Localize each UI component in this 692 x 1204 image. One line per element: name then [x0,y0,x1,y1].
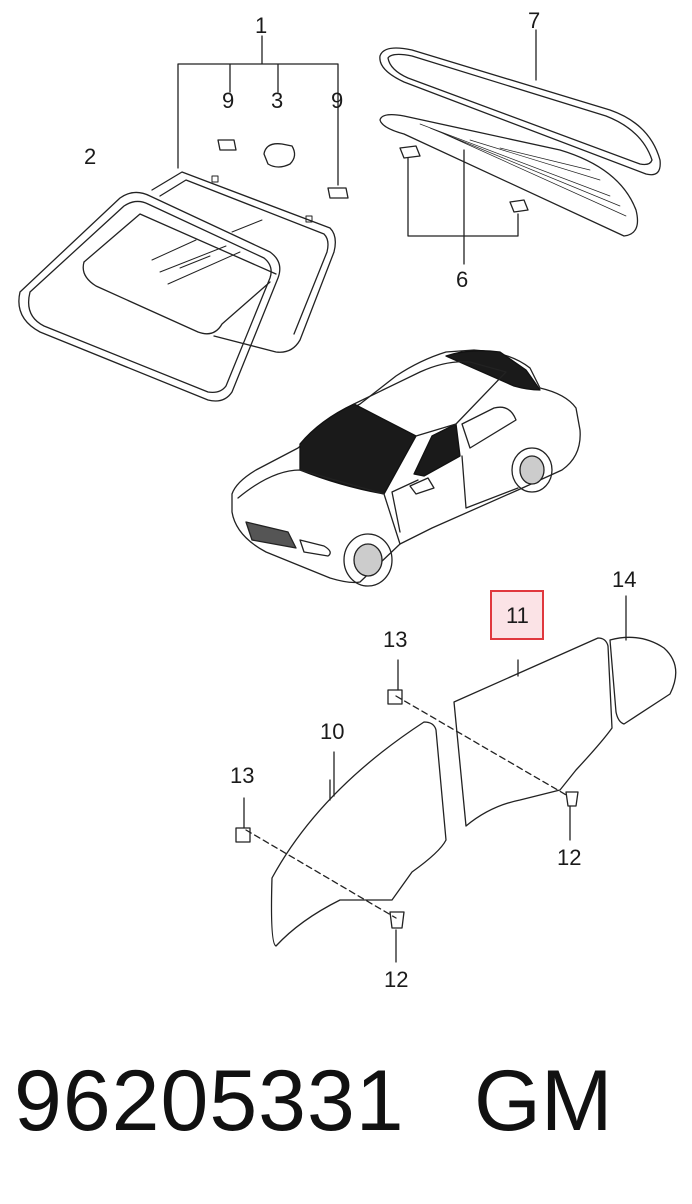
highlight-box [490,590,544,640]
callout-10: 10 [320,719,344,744]
windshield-glass [151,171,336,353]
rear-glass-assembly [379,29,661,265]
part-number: 96205331 [14,1053,405,1149]
callout-12a: 12 [557,845,581,870]
callout-2: 2 [84,144,96,169]
rear-door-glass [453,637,613,827]
callout-14: 14 [612,567,636,592]
windshield-assembly [18,35,349,402]
car-illustration [231,349,581,587]
rear-moulding [379,47,661,176]
clip-9a [217,139,237,151]
callout-7: 7 [528,8,540,33]
quarter-glass [609,636,677,725]
callout-13a: 13 [383,627,407,652]
callout-9a: 9 [222,88,234,113]
callout-12b: 12 [384,967,408,992]
front-door-glass [270,721,447,947]
callout-6: 6 [456,267,468,292]
callout-1: 1 [255,13,267,38]
rear-glass [379,114,639,237]
door-glass-assembly [235,595,677,963]
callout-13b: 13 [230,763,254,788]
clip-9b [327,187,349,199]
stopper-3 [263,143,296,168]
brand-label: GM [474,1053,613,1149]
windshield-moulding [18,191,281,402]
callout-3: 3 [271,88,283,113]
callout-11: 11 [506,603,529,628]
callout-9b: 9 [331,88,343,113]
